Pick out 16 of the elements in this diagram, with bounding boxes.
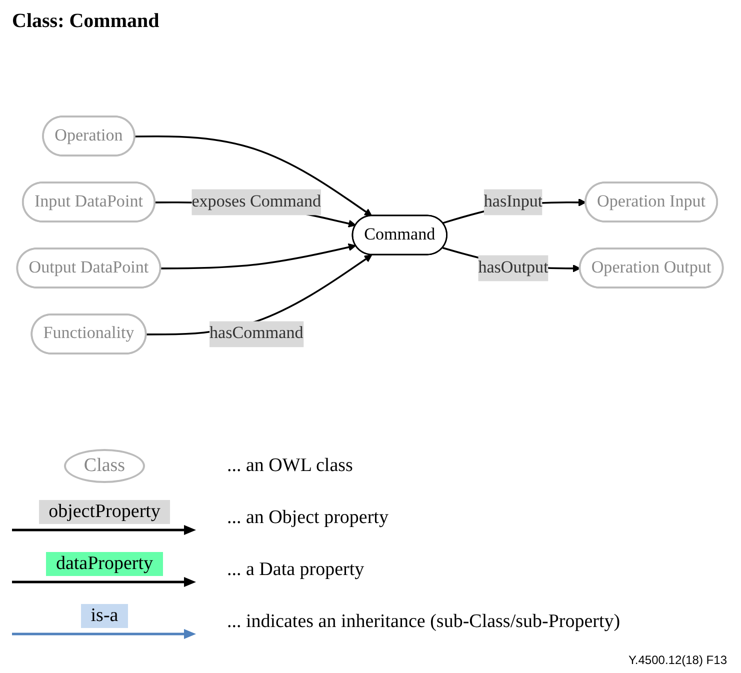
class-ellipse: Class (64, 449, 146, 483)
property-tag: objectProperty (38, 500, 170, 524)
legend-text: ... an OWL class (227, 455, 353, 477)
edge-label: exposes Command (192, 192, 322, 211)
legend-text: ... indicates an inheritance (sub-Class/sub-Property) (227, 611, 620, 633)
legend-text: ... a Data property (227, 559, 364, 581)
arrow (160, 243, 356, 270)
title: Class: Command (12, 10, 160, 33)
edge-label: hasInput (484, 192, 543, 211)
property-tag: is-a (80, 604, 128, 628)
edge-label: hasCommand (209, 324, 304, 343)
legend-text: ... an Object property (227, 507, 388, 529)
property-tag: dataProperty (46, 552, 164, 576)
arrow (134, 135, 372, 216)
figure-number: Y.4500.12(18) F13 (628, 653, 727, 667)
edge-label: hasOutput (478, 258, 548, 277)
